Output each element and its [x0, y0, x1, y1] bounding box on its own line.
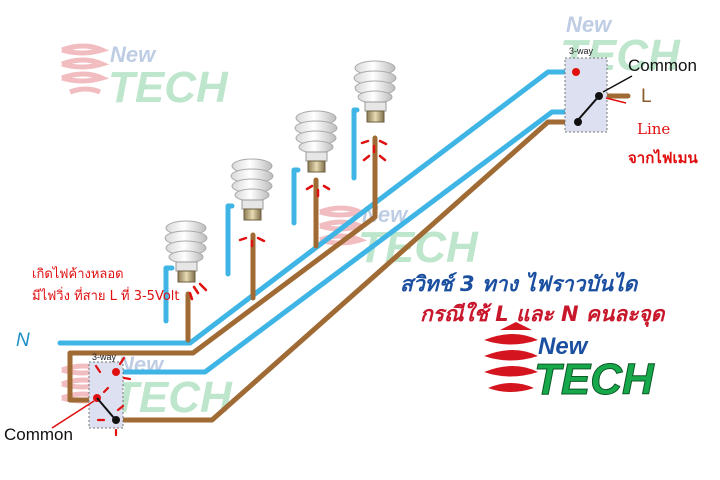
glow-lamp3 — [305, 184, 331, 198]
logo-swirl-icon — [484, 334, 538, 392]
switch-bottom-glow-marks — [94, 356, 132, 437]
pointer-common-top — [602, 75, 633, 93]
note-residual-light: เกิดไฟค้างหลอด — [32, 267, 124, 282]
neutral-drop-lamp2 — [225, 203, 235, 277]
note-leak-voltage: มีไฟวิ่ง ที่สาย L ที่ 3-5Volt — [32, 289, 180, 304]
title-line-1: สวิทช์ 3 ทาง ไฟราวบันได — [400, 272, 638, 296]
label-common-top: Common — [628, 56, 697, 75]
watermark-new-text: New — [110, 42, 157, 67]
lamp-3 — [294, 110, 338, 173]
glow-lamp4 — [360, 139, 388, 162]
title-line-2: กรณีใช้ L และ N คนละจุด — [420, 302, 665, 326]
logo-tech-text: TECH — [534, 355, 655, 404]
lamp-4 — [353, 60, 397, 123]
label-common-bottom: Common — [4, 425, 73, 444]
switch-top-terminal-2 — [574, 118, 582, 126]
neutral-main-wire — [57, 69, 575, 346]
svg-text:TECH: TECH — [112, 373, 233, 422]
pointer-common-bottom — [51, 400, 95, 429]
switch-top-label: 3-way — [569, 46, 594, 56]
switched-traveler-wire — [112, 119, 581, 423]
lamp-2 — [230, 158, 274, 221]
neutral-drop-lamp1 — [163, 265, 175, 324]
switch-bottom-lever — [96, 397, 115, 419]
neutral-drop-lamp4 — [351, 107, 360, 181]
switch-bottom-terminal-1 — [112, 368, 120, 376]
switch-top-3way: 3-way — [564, 46, 633, 133]
switched-main-wire — [67, 135, 378, 403]
switch-top-terminal-1 — [572, 68, 580, 76]
watermark-logo-middle: New TECH — [319, 202, 479, 272]
label-line-l: L — [641, 86, 652, 107]
label-line: Line — [637, 120, 671, 138]
switch-top-lever — [577, 95, 600, 121]
neutral-drop-lamp3 — [291, 167, 301, 226]
pointer-line-top — [605, 97, 627, 104]
neutral-traveler-wire — [112, 109, 578, 375]
switch-bottom-label: 3-way — [92, 352, 117, 362]
watermark-tech-text: TECH — [108, 63, 229, 112]
glow-lamp2 — [238, 236, 266, 248]
newtech-logo: New TECH — [484, 322, 656, 405]
lamp-1 — [164, 220, 208, 283]
svg-text:TECH: TECH — [358, 223, 479, 272]
logo-new-text: New — [538, 333, 589, 360]
glow-lamp1 — [188, 282, 208, 301]
svg-text:New: New — [566, 12, 613, 37]
label-from-mains: จากไฟเมน — [628, 149, 698, 167]
leakage-glow-marks — [188, 139, 388, 301]
neutral-wires — [57, 69, 578, 375]
label-neutral-n: N — [16, 330, 30, 351]
watermark-logo-bottom: New TECH — [61, 352, 233, 422]
watermark-logo-top: New TECH — [61, 42, 229, 112]
switch-bottom-3way: 3-way — [51, 352, 132, 437]
